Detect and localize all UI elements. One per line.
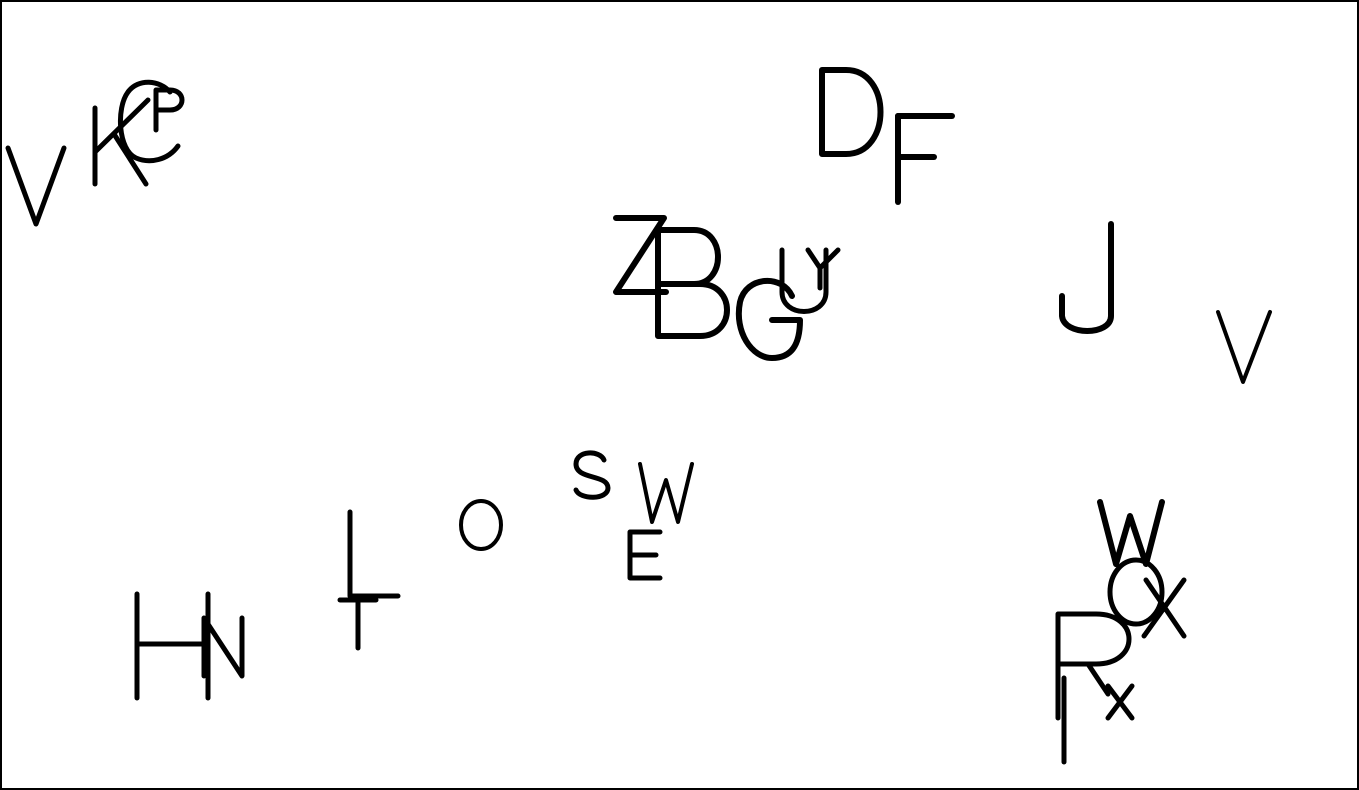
glyph-v-left: V [5,145,67,227]
glyph-g: G [735,278,803,361]
glyph-u: U [779,247,829,314]
glyph-e: E [627,529,663,581]
glyph-p: P [153,87,185,133]
glyph-q: Q [1107,557,1165,627]
glyph-c: C [117,79,181,164]
glyph-w-middle: W [638,462,694,524]
glyph-h: H [134,591,211,701]
glyph-x-upper: X [1141,577,1187,639]
glyph-d: D [819,67,884,157]
glyph-n: N [201,615,245,679]
glyph-o: O [459,499,503,551]
glyph-y: Y [805,247,841,291]
glyph-b: B [655,227,730,339]
glyph-i: I [1061,675,1067,765]
glyph-w-right: W [1097,499,1165,567]
glyph-f: F [895,113,955,205]
glyph-j: J [1059,221,1114,334]
glyph-t: T [337,597,379,651]
glyph-z: Z [613,215,669,295]
glyph-s: S [573,450,611,500]
glyph-r: R [1055,611,1132,721]
glyph-x-lower: X [1105,683,1135,721]
glyph-v-right: V [1216,310,1272,384]
glyph-l: L [347,509,401,599]
